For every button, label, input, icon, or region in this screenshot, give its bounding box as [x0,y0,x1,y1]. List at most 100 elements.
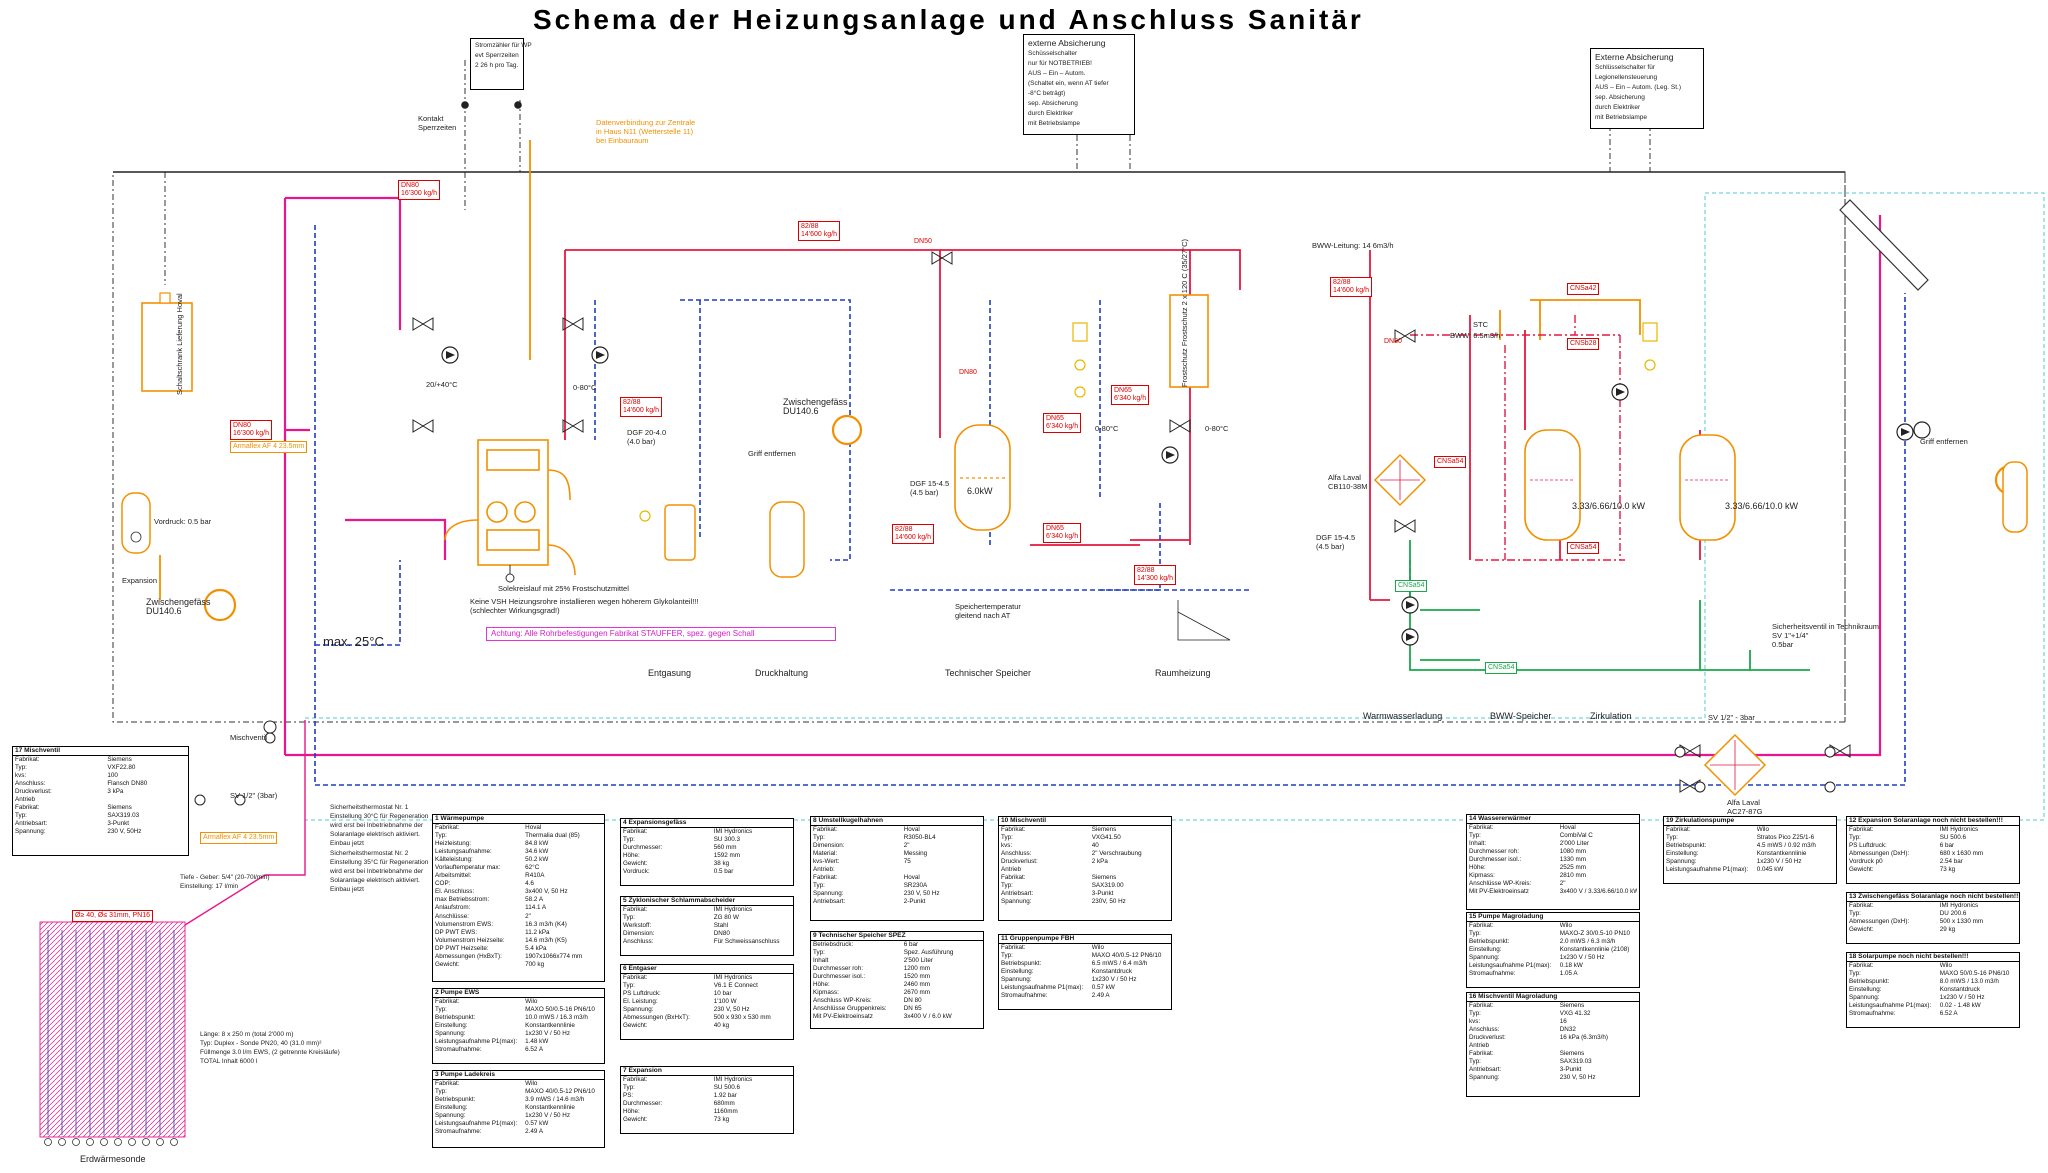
spec-key: Leistungsaufnahme P1(max): [1666,866,1749,874]
spec-key: Fabrikat: [1001,826,1026,833]
spec-key: Fabrikat: [623,828,648,835]
spec-row: Kipmass:2810 mm [1467,872,1639,880]
label-line: TOTAL Inhalt 6000 l [200,1058,258,1065]
spec-row: Spannung:1x230 V / 50 Hz [1664,858,1836,866]
spec-row: Fabrikat:IMI Hydronics [1847,826,2019,834]
label-line: gleitend nach AT [955,611,1011,620]
spec-key: Einstellung: [1001,968,1034,976]
spec-row: Antrieb: [811,866,983,874]
tag-line: 6'340 kg/h [1114,395,1147,402]
spec-key: kvs: [1469,1018,1481,1026]
spec-row: Fabrikat:Hoval [1467,824,1639,832]
spec-value: 500 x 930 x 530 mm [713,1014,771,1022]
spec-key: Typ: [15,812,27,820]
spec-row: El. Leistung:1'100 W [621,998,793,1006]
spec-row: Spannung:1x230 V / 50 Hz [999,976,1171,984]
spec-key: Typ: [1469,832,1481,840]
spec-value: 40 [1091,842,1099,850]
spec-key: Abmessungen (BxHxT): [623,1014,690,1022]
note-line: mit Betriebslampe [1028,120,1081,127]
spec-row: PS:1.92 bar [621,1092,793,1100]
note-line: durch Elektriker [1028,110,1074,117]
label-brine-circuit: Solekreislauf mit 25% Frostschutzmittel [498,584,629,593]
spec-key: Stromaufnahme: [435,1046,482,1054]
tag-line: 14'300 kg/h [1137,575,1173,582]
spec-value: 1x230 V / 50 Hz [1559,954,1605,962]
spec-row: Leistungsaufnahme P1(max):0.57 kW [999,984,1171,992]
spec-value: DN80 [713,930,730,938]
tag-dn80-vertical: DN80 [1384,338,1402,345]
label-line: Länge: 8 x 250 m (total 2'000 m) [200,1031,294,1038]
spec-row: Höhe:2460 mm [811,981,983,989]
note-safety-thermostat-2: Sicherheitsthermostat Nr. 2 Einstellung … [330,849,428,894]
label-no-vsh: Keine VSH Heizungsrohre installieren weg… [470,597,698,615]
tag-line: 6'340 kg/h [1046,533,1079,540]
spec-value: 14.6 m3/h (K5) [525,936,567,944]
spec-value: Wilo [525,1080,538,1087]
spec-row: Anschlüsse Gruppenkreis:DN 65 [811,1005,983,1013]
spec-value: ZG 80 W [713,914,739,922]
spec-row: Durchmesser:560 mm [621,844,793,852]
spec-row: Fabrikat:Wilo [999,944,1171,952]
spec-row: Volumenstrom EWS:16.3 m3/h (K4) [433,921,604,929]
spec-key: Betriebspunkt: [1666,842,1707,850]
label-zwischen-1: Zwischengefäss DU140.6 [146,598,211,616]
spec-value: Siemens [107,804,132,812]
spec-value: IMI Hydronics [713,828,753,835]
spec-row: Leistungsaufnahme P1(max):1.48 kW [433,1038,604,1046]
spec-row: max Betriebsstrom:58.2 A [433,896,604,904]
label-alfa-2: Alfa Laval AC27-87G [1727,798,1762,816]
spec-row: Werkstoff:Stahl [621,922,793,930]
solar-collector [1839,199,1929,291]
spec-key: Spannung: [1469,1074,1500,1082]
spec-row: Stromaufnahme:2.49 A [999,992,1171,1000]
spec-row: Gewicht:29 kg [1847,926,2019,934]
spec-key: Mit PV-Elektroeinsatz [813,1013,873,1021]
spec-key: Durchmesser: [623,844,663,852]
heating-flow [564,249,1701,601]
spec-row: Kälteleistung:50.2 kW [433,856,604,864]
spec-table: 13 Zwischengefäss Solaranlage noch nicht… [1846,892,2020,944]
label-line: Einstellung 30°C für Regeneration [330,813,429,820]
spec-key: Kipmass: [813,989,839,997]
spec-title: 6 Entgaser [621,965,793,974]
spec-row: Abmessungen (BxHxT): 500 x 930 x 530 mm [621,1014,793,1022]
tag-cnsa54: CNSa54 [1434,456,1467,468]
spec-value: 3-Punkt [1559,1066,1582,1074]
spec-key: Fabrikat: [1849,962,1874,969]
spec-key: Material: [813,850,838,858]
spec-key: Druckverlust: [1469,1034,1506,1042]
spec-row: Spannung:230 V, 50Hz [13,828,188,836]
spec-key: Abmessungen (DxH): [1849,850,1910,858]
spec-value: Für Schweissanschluss [713,938,780,946]
spec-key: COP: [435,880,451,888]
label-line: wird erst bei Inbetriebnahme der [330,822,424,829]
label-frostschutz: Frostschutz Frostschutz 2 x 120 C (35/27… [1180,238,1189,387]
spec-row: Betriebspunkt:10.0 mWS / 16.3 m3/h [433,1014,604,1022]
spec-row: Vordruck:0.5 bar [621,868,793,876]
label-line: Einbau jetzt [330,886,364,893]
spec-value: DN 80 [903,997,922,1005]
spec-key: Fabrikat: [813,826,838,833]
spec-row: Betriebspunkt:6.5 mWS / 6.4 m3/h [999,960,1171,968]
spec-key: El. Leistung: [623,998,658,1006]
spec-row: Fabrikat:Wilo [1664,826,1836,834]
spec-value: 6.52 A [1939,1010,1958,1018]
label-vordruck: Vordruck: 0.5 bar [154,517,212,526]
spec-value: 0.18 kW [1559,962,1583,970]
spec-key: Abmessungen (HxBxT): [435,952,502,960]
spec-value: IMI Hydronics [1939,902,1979,909]
spec-key: Anlaufstrom: [435,904,471,912]
spec-row: Leistungsaufnahme P1(max):0.18 kW [1467,962,1639,970]
spec-key: Spannung: [435,1112,466,1120]
label-line: Zwischengefäss [783,397,848,407]
spec-key: Höhe: [1469,864,1486,872]
spec-value: Wilo [1756,826,1769,833]
spec-row: Anschluss:Flansch DN80 [13,780,188,788]
spec-key: Gewicht: [623,1022,648,1030]
spec-key: Anschluss: [1469,1026,1500,1034]
